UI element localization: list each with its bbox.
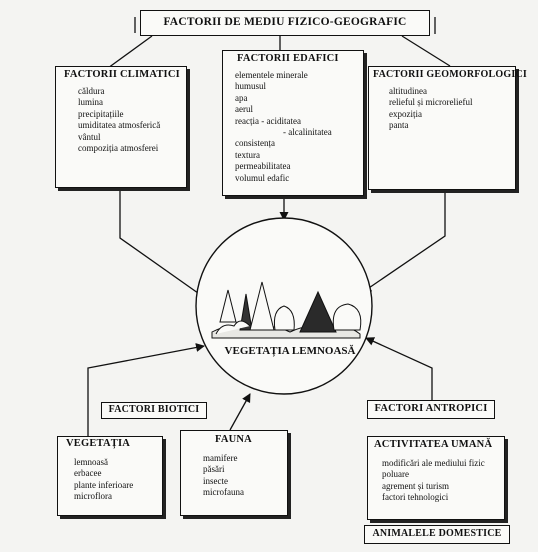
arrow-biotici (87, 343, 205, 436)
label-text: ANIMALELE DOMESTICE (372, 528, 502, 539)
page-title: FACTORII DE MEDIU FIZICO-GEOGRAFIC (163, 16, 407, 28)
box-title: FACTORII CLIMATICI (64, 69, 180, 80)
label-text: FACTORI ANTROPICI (374, 403, 488, 414)
header-box: FACTORII DE MEDIU FIZICO-GEOGRAFIC (140, 10, 430, 36)
list-item: păsări (203, 464, 225, 475)
list-item: compoziția atmosferei (78, 143, 159, 154)
list-item: apa (235, 92, 248, 103)
list-item: - alcalinitatea (283, 127, 332, 138)
box-factorii-climatici: FACTORII CLIMATICI căldura lumina precip… (55, 66, 187, 188)
list-item: permeabilitatea (235, 161, 291, 172)
list-item: altitudinea (389, 86, 427, 96)
arrow-fauna (229, 393, 251, 431)
item-list: căldura lumina precipitațiile umiditatea… (78, 86, 186, 154)
box-activitatea-umana: ACTIVITATEA UMANĂ modificări ale mediulu… (367, 436, 505, 520)
box-title: VEGETAȚIA (66, 438, 131, 449)
list-item: plante inferioare (74, 479, 134, 490)
list-item: căldura (78, 86, 105, 96)
connector-header-geomorf (401, 35, 451, 67)
list-item: microfauna (203, 487, 244, 498)
arrow-climatic (119, 188, 206, 299)
label-factori-antropici: FACTORI ANTROPICI (367, 400, 495, 419)
list-item: erbacee (74, 468, 102, 479)
box-title: FACTORII EDAFICI (237, 53, 339, 64)
box-vegetatia: VEGETAȚIA lemnoasă erbacee plante inferi… (57, 436, 163, 516)
box-factorii-edafici: FACTORII EDAFICI elementele minerale hum… (222, 50, 364, 196)
item-list: altitudinea relieful și microrelieful ex… (389, 86, 515, 132)
list-item: humusul (235, 81, 267, 92)
list-item: insecte (203, 475, 228, 486)
list-item: reacția - aciditatea (235, 115, 301, 126)
list-item: umiditatea atmosferică (78, 120, 161, 131)
list-item: elementele minerale (235, 70, 308, 80)
label-text: FACTORI BIOTICI (108, 404, 200, 415)
list-item: modificări ale mediului fizic (382, 458, 485, 468)
list-item: consistența (235, 138, 275, 149)
list-item: lumina (78, 97, 103, 108)
list-item: volumul edafic (235, 172, 290, 183)
box-fauna: FAUNA mamifere păsări insecte microfauna (180, 430, 288, 516)
list-item: precipitațiile (78, 108, 124, 119)
list-item: vântul (78, 131, 101, 142)
center-label: VEGETAȚIA LEMNOASĂ (224, 345, 356, 357)
list-item: panta (389, 120, 409, 131)
list-item: textura (235, 149, 260, 160)
list-item: relieful și microrelieful (389, 97, 473, 108)
item-list: mamifere păsări insecte microfauna (203, 453, 287, 499)
box-title: ACTIVITATEA UMANĂ (374, 439, 493, 450)
label-animalele-domestice: ANIMALELE DOMESTICE (364, 525, 510, 544)
item-list: lemnoasă erbacee plante inferioare micro… (74, 457, 162, 503)
list-item: factori tehnologici (382, 492, 449, 503)
forest-illustration (211, 281, 362, 339)
list-item: mamifere (203, 453, 238, 463)
arrow-geomorf (362, 190, 446, 293)
box-title: FAUNA (215, 434, 252, 445)
connector-header-bracket (134, 17, 436, 34)
arrow-antropici (365, 337, 433, 400)
box-factorii-geomorfologici: FACTORII GEOMORFOLOGICI altitudinea reli… (368, 66, 527, 190)
list-item: agrement și turism (382, 480, 449, 491)
item-list: modificări ale mediului fizic poluare ag… (382, 458, 504, 504)
list-item: lemnoasă (74, 457, 108, 467)
list-item: poluare (382, 469, 409, 480)
list-item: aerul (235, 104, 253, 115)
label-factori-biotici: FACTORI BIOTICI (101, 402, 207, 419)
connector-header-climatic (107, 35, 153, 69)
box-title: FACTORII GEOMORFOLOGICI (373, 69, 527, 80)
item-list: elementele minerale humusul apa aerul re… (235, 70, 363, 184)
list-item: expoziția (389, 108, 422, 119)
list-item: microflora (74, 491, 112, 502)
